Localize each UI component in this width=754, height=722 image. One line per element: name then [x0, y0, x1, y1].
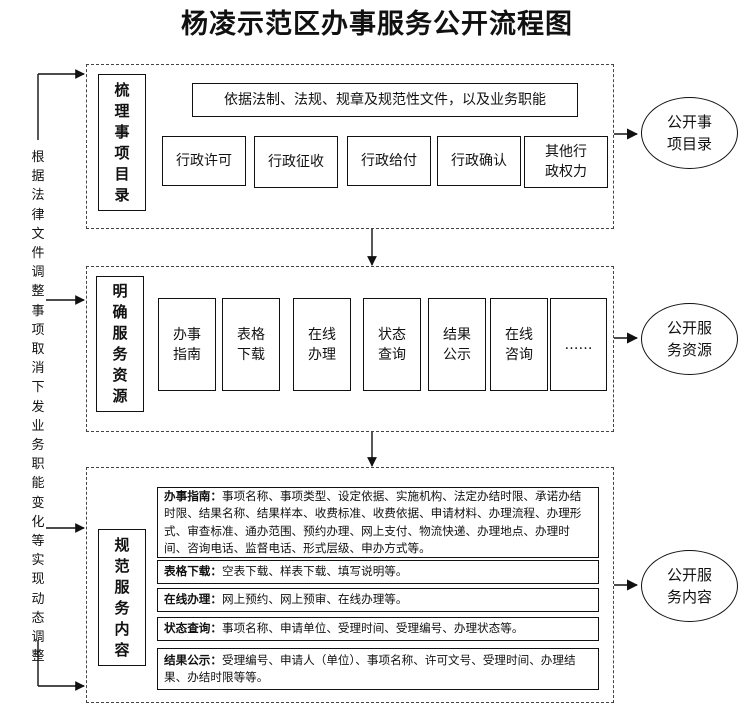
output-content: 公开服务内容 [641, 550, 738, 622]
resource-online-consult-text: 在线咨询 [505, 326, 533, 363]
detail-status-query-head: 状态查询： [164, 621, 222, 636]
detail-guide-head: 办事指南： [164, 488, 222, 503]
output-catalog: 公开事项目录 [641, 97, 738, 169]
resource-status-query: 状态查询 [363, 298, 421, 391]
detail-form-download: 表格下载：空表下载、样表下载、填写说明等。 [157, 560, 599, 584]
resource-online-handling-text: 在线办理 [308, 326, 336, 363]
detail-result-publish: 结果公示：受理编号、申请人（单位）、事项名称、许可文号、受理时间、办理结果、办结… [157, 648, 599, 690]
detail-form-download-text: 表格下载：空表下载、样表下载、填写说明等。 [164, 563, 592, 581]
detail-form-download-body: 空表下载、样表下载、填写说明等。 [221, 564, 408, 579]
detail-guide: 办事指南：事项名称、事项类型、设定依据、实施机构、法定办结时限、承诺办结时限、结… [157, 487, 599, 558]
section-catalog-label-text: 梳理事项目录 [114, 80, 130, 204]
output-resources: 公开服务资源 [641, 303, 738, 375]
section-resources [86, 266, 614, 432]
resource-more: …… [550, 298, 607, 391]
resource-guide-text: 办事指南 [173, 326, 201, 363]
resource-form-download-text: 表格下载 [237, 326, 265, 363]
detail-result-publish-body: 受理编号、申请人（单位）、事项名称、许可文号、受理时间、办理结果、办结时限等等。 [164, 652, 576, 685]
resource-online-consult: 在线咨询 [490, 298, 548, 391]
section-catalog [86, 64, 614, 229]
resource-status-query-text: 状态查询 [378, 326, 406, 363]
resource-online-handling: 在线办理 [293, 298, 351, 391]
detail-guide-text: 办事指南：事项名称、事项类型、设定依据、实施机构、法定办结时限、承诺办结时限、结… [164, 488, 592, 558]
detail-status-query-text: 状态查询：事项名称、申请单位、受理时间、受理编号、办理状态等。 [164, 620, 592, 638]
item-admin-payment: 行政给付 [347, 136, 431, 186]
resource-result-publish: 结果公示 [428, 298, 486, 391]
item-other-power-text: 其他行政权力 [545, 144, 587, 180]
detail-guide-body: 事项名称、事项类型、设定依据、实施机构、法定办结时限、承诺办结时限、结果名称、结… [164, 488, 582, 556]
item-admin-license: 行政许可 [162, 136, 246, 186]
detail-online-handling-body: 网上预约、网上预审、在线办理等。 [221, 592, 408, 607]
detail-result-publish-head: 结果公示： [164, 652, 222, 667]
detail-status-query-body: 事项名称、申请单位、受理时间、受理编号、办理状态等。 [221, 621, 524, 636]
resource-form-download: 表格下载 [222, 298, 280, 391]
detail-status-query: 状态查询：事项名称、申请单位、受理时间、受理编号、办理状态等。 [157, 617, 599, 641]
resource-guide: 办事指南 [158, 298, 216, 391]
section-resources-label-text: 明确服务资源 [112, 282, 128, 405]
detail-result-publish-text: 结果公示：受理编号、申请人（单位）、事项名称、许可文号、受理时间、办理结果、办结… [164, 652, 592, 687]
basis-box: 依据法制、法规、规章及规范性文件，以及业务职能 [192, 83, 578, 117]
section-content-label-text: 规范服务内容 [114, 535, 130, 659]
resource-result-publish-text: 结果公示 [443, 326, 471, 363]
section-content-label: 规范服务内容 [98, 529, 146, 666]
detail-online-handling-text: 在线办理：网上预约、网上预审、在线办理等。 [164, 591, 592, 609]
output-content-text: 公开服务内容 [666, 566, 712, 606]
item-other-power: 其他行政权力 [524, 136, 608, 188]
item-admin-confirm: 行政确认 [437, 136, 521, 186]
detail-form-download-head: 表格下载： [164, 564, 222, 579]
output-resources-text: 公开服务资源 [666, 319, 712, 359]
item-admin-levy: 行政征收 [254, 136, 338, 188]
page-title: 杨凌示范区办事服务公开流程图 [181, 9, 573, 40]
detail-online-handling: 在线办理：网上预约、网上预审、在线办理等。 [157, 588, 599, 612]
side-note: 根据法律文件调整事项取消下发业务职能变化等实现动态调整 [31, 150, 45, 665]
detail-online-handling-head: 在线办理： [164, 592, 222, 607]
section-content [86, 467, 614, 703]
section-catalog-label: 梳理事项目录 [98, 74, 146, 211]
output-catalog-text: 公开事项目录 [666, 113, 712, 153]
section-resources-label: 明确服务资源 [96, 276, 144, 412]
